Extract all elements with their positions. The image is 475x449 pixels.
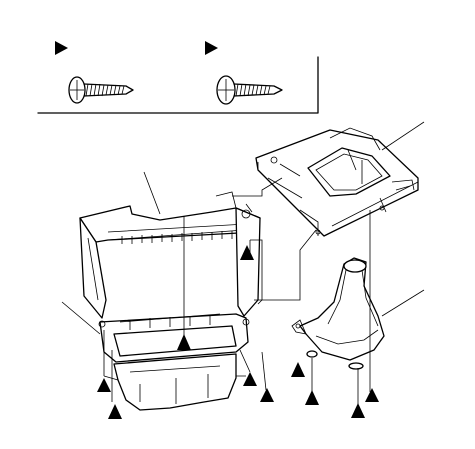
legend-marker-1-icon — [55, 41, 68, 55]
tapping-screw-icon — [68, 76, 134, 104]
triangle-marker-icon — [97, 378, 111, 392]
triangle-marker-icon — [260, 388, 274, 402]
leader-line — [381, 121, 425, 151]
center-console-box — [79, 191, 261, 411]
leader-line — [381, 289, 425, 317]
fastener-legend — [37, 41, 319, 114]
fastener-markers — [97, 245, 379, 419]
leader-line — [61, 301, 101, 335]
triangle-marker-icon — [305, 390, 319, 405]
assembly-lines — [103, 177, 371, 404]
tapping-screw-icon — [216, 75, 283, 105]
triangle-marker-icon — [351, 403, 365, 418]
shift-lever-panel — [255, 127, 419, 237]
leader-line — [143, 171, 161, 215]
shift-boot — [291, 257, 385, 370]
triangle-marker-icon — [365, 388, 379, 402]
legend-frame — [37, 56, 319, 114]
triangle-marker-icon — [243, 372, 257, 386]
triangle-marker-icon — [177, 334, 191, 350]
triangle-marker-icon — [240, 245, 254, 260]
triangle-marker-icon — [108, 404, 122, 419]
triangle-marker-icon — [291, 362, 305, 377]
legend-marker-2-icon — [205, 41, 218, 55]
